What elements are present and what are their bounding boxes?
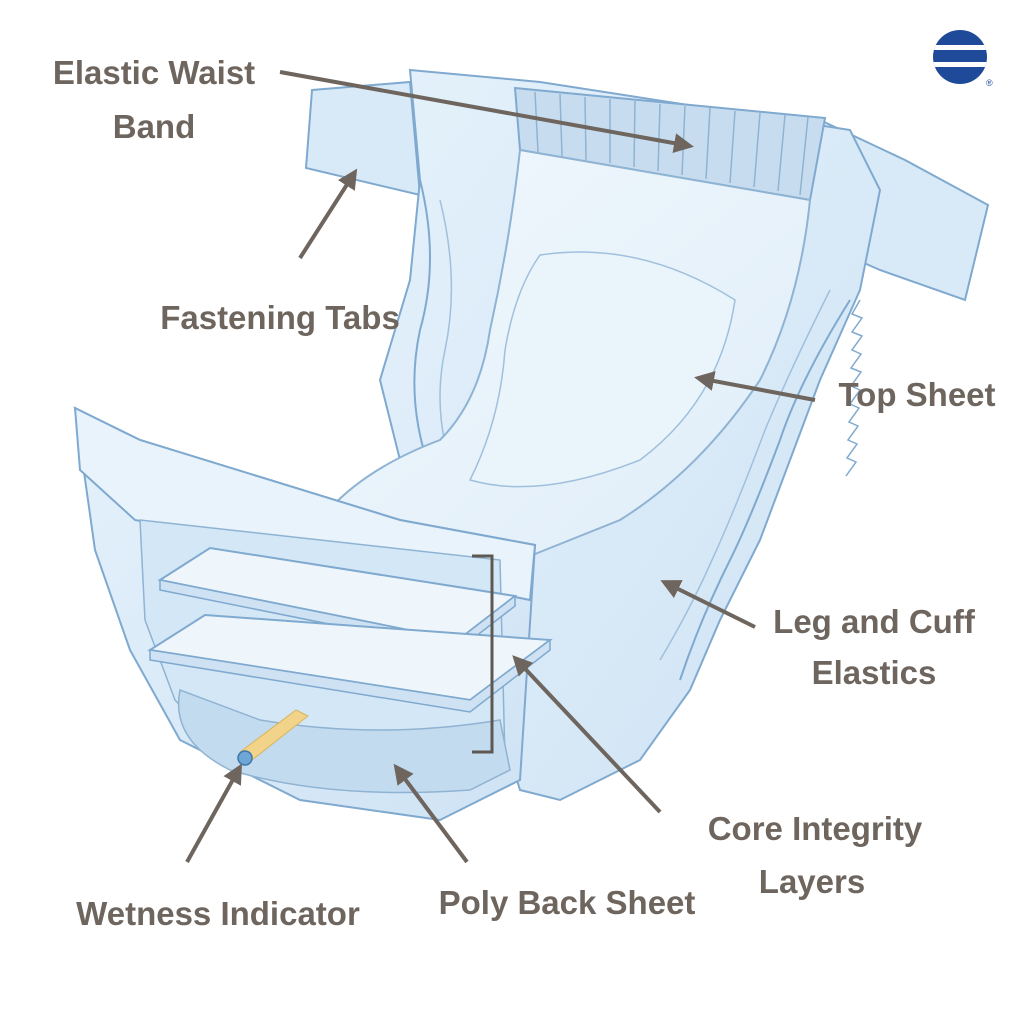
arrow-wetness-indicator xyxy=(185,763,242,863)
ruffled-edge xyxy=(845,299,864,477)
right-leg-cuff xyxy=(679,299,851,681)
arrow-core-integrity xyxy=(512,655,662,814)
wetness-indicator-dot xyxy=(237,750,253,766)
registered-mark-icon: ® xyxy=(986,78,993,88)
diaper-illustration xyxy=(73,68,990,822)
label-leg-cuff-elastics-line1: Leg and Cuff xyxy=(773,603,976,640)
label-fastening-tabs: Fastening Tabs xyxy=(160,299,400,336)
arrow-top-sheet xyxy=(694,371,816,402)
poly-back-sheet xyxy=(177,688,511,794)
arrow-poly-back-sheet xyxy=(393,763,469,864)
label-top-sheet: Top Sheet xyxy=(838,376,995,413)
labels: Elastic Waist Band Fastening Tabs Top Sh… xyxy=(53,54,996,932)
arrow-elastic-waist-band xyxy=(279,70,694,153)
left-fastening-tab xyxy=(304,80,422,197)
arrow-leg-cuff-elastics xyxy=(660,580,756,629)
label-elastic-waist-band-line1: Elastic Waist xyxy=(53,54,255,91)
label-poly-back-sheet: Poly Back Sheet xyxy=(439,884,696,921)
label-core-integrity-line2: Layers xyxy=(759,863,865,900)
label-core-integrity-line1: Core Integrity xyxy=(708,810,923,847)
label-wetness-indicator: Wetness Indicator xyxy=(76,895,360,932)
logo-icon xyxy=(933,30,987,84)
callout-arrows xyxy=(185,70,816,864)
arrow-fastening-tabs xyxy=(298,168,358,260)
label-leg-cuff-elastics-line2: Elastics xyxy=(812,654,937,691)
label-elastic-waist-band-line2: Band xyxy=(113,108,196,145)
core-bracket xyxy=(472,554,494,754)
